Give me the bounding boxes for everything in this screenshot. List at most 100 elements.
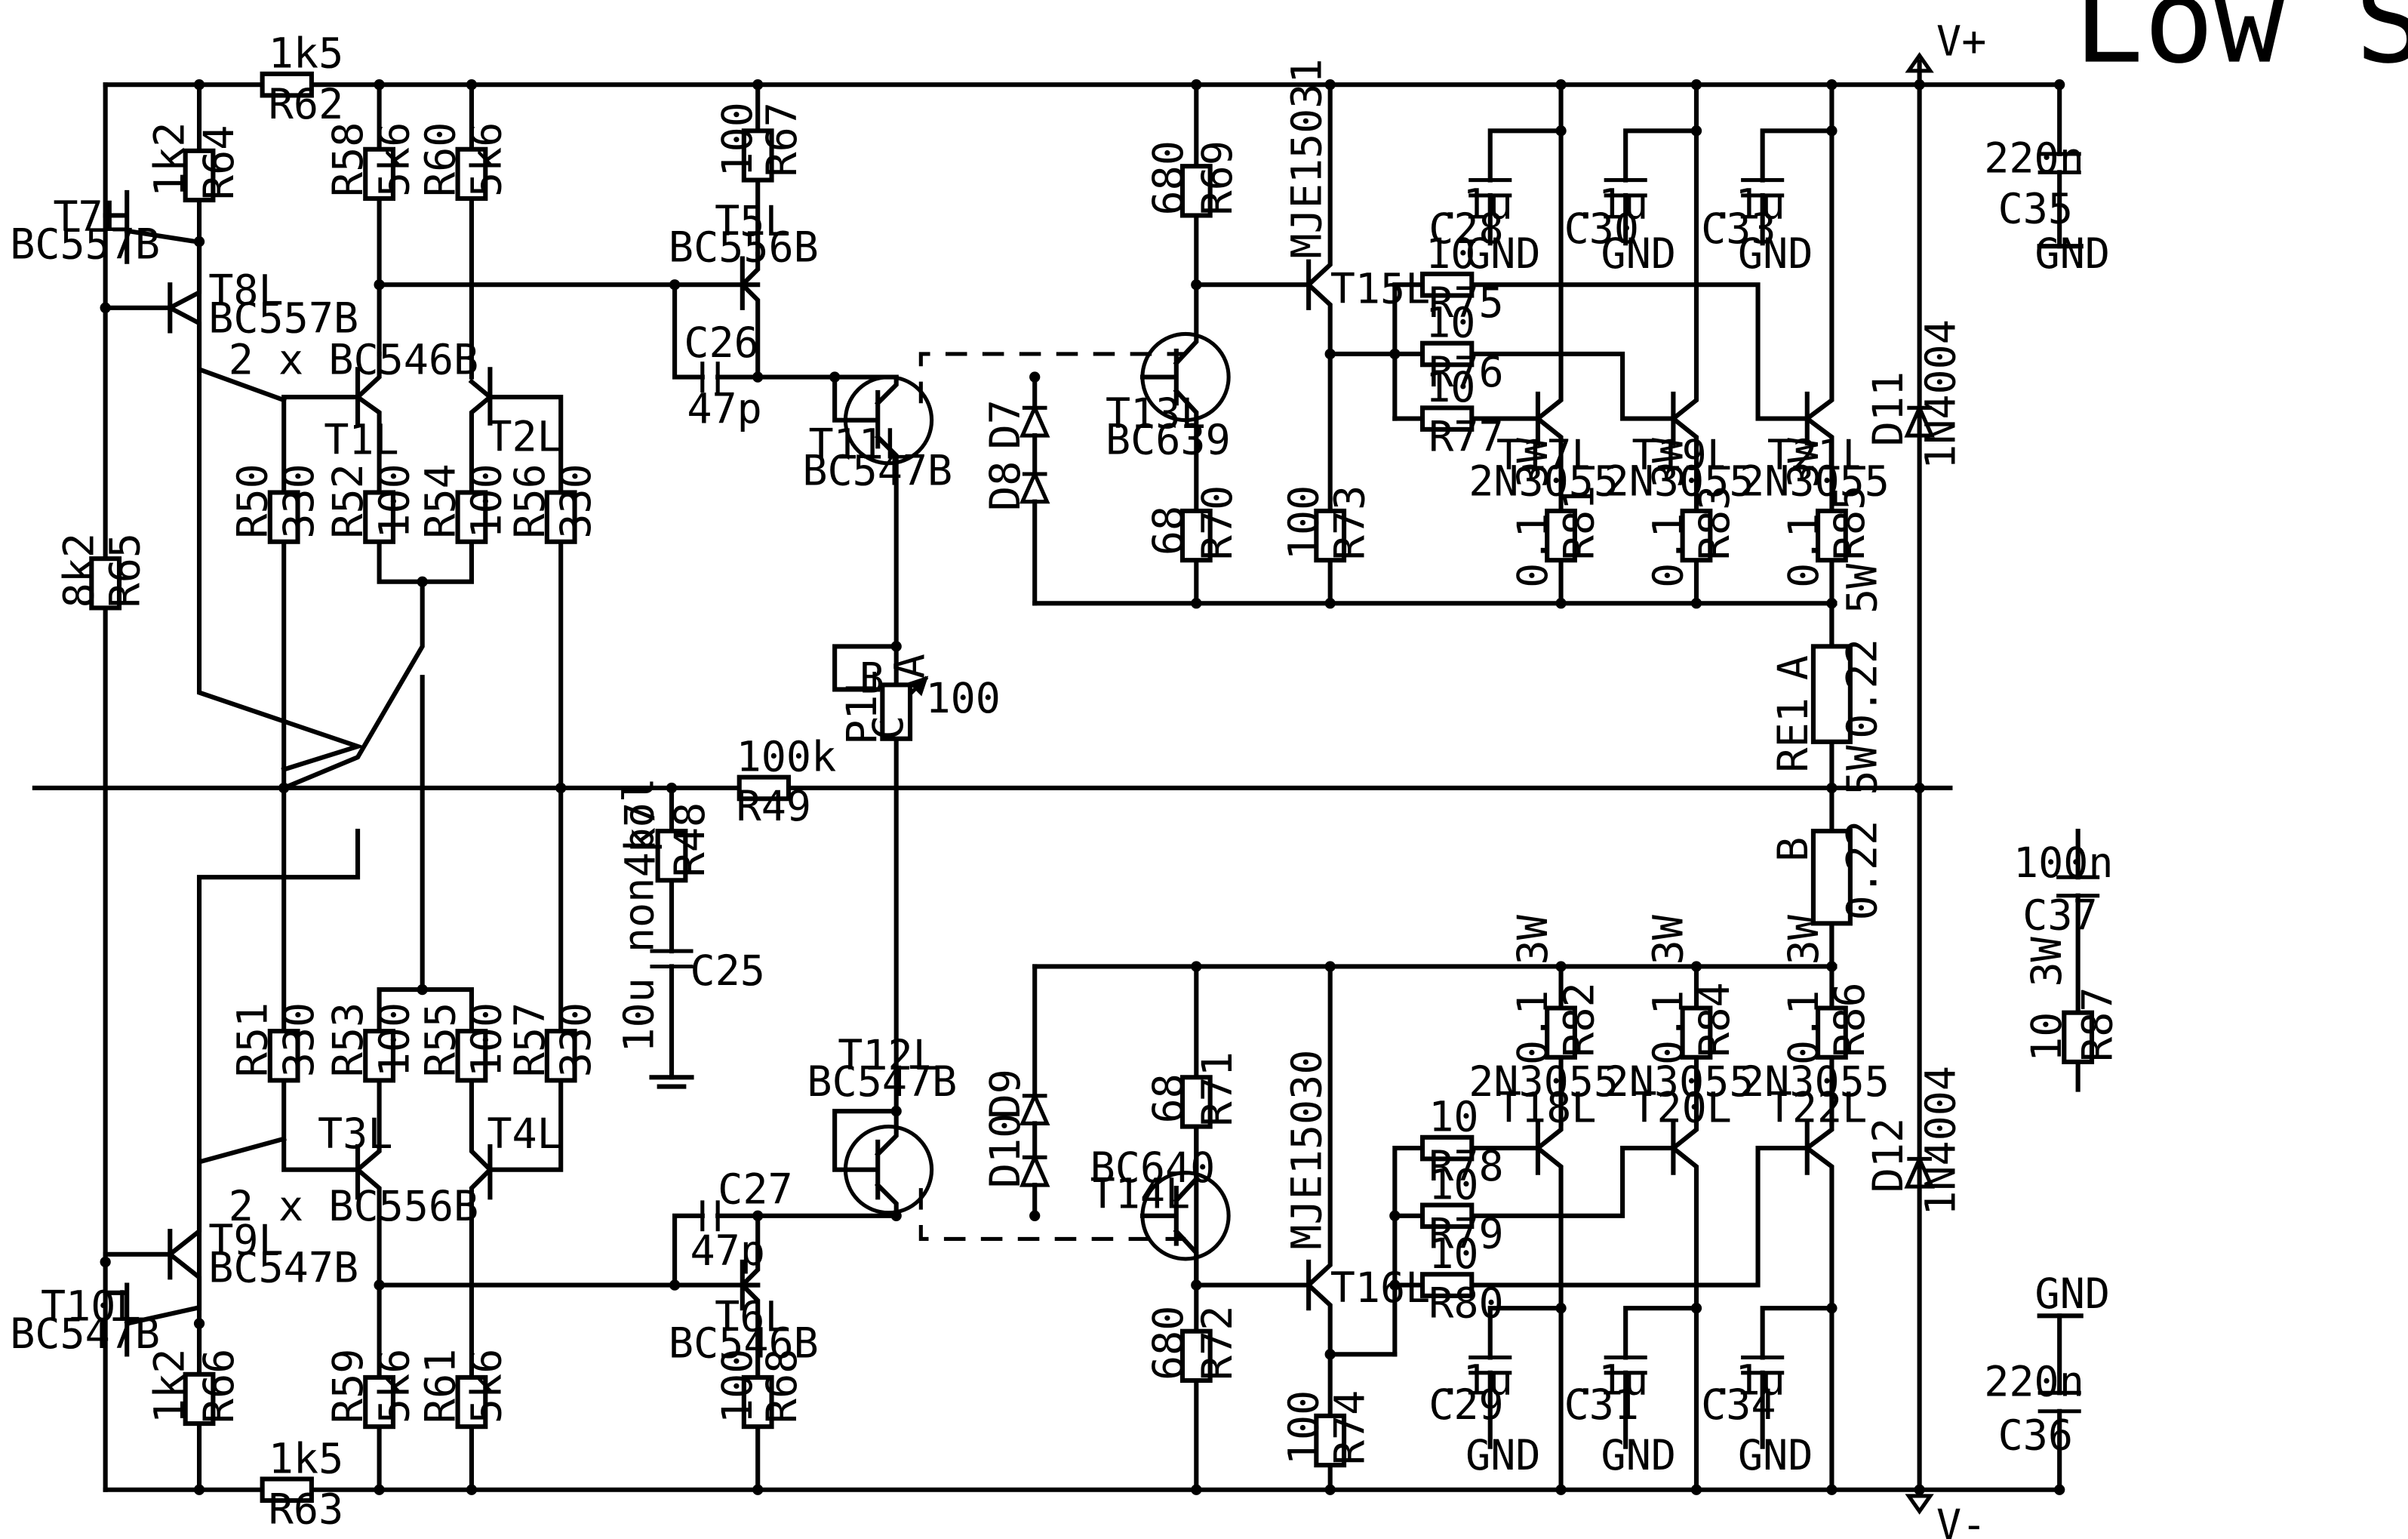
- gain-pair-note-top: 2 x BC546B: [229, 335, 478, 383]
- d11-part: 1N4004: [1917, 319, 1965, 469]
- r83-value: 0.1 3W: [1644, 437, 1693, 588]
- r68-ref: R68: [758, 1349, 806, 1424]
- t15l-part: MJE15031: [1282, 58, 1330, 258]
- t2l-ref: T2L: [487, 412, 561, 460]
- r80-ref: R80: [1429, 1279, 1503, 1327]
- t14l-part: BC640: [1090, 1143, 1216, 1192]
- r83-body: [1680, 508, 1713, 563]
- d12-part: 1N4004: [1917, 1066, 1965, 1216]
- r83-ref: R83: [1690, 485, 1739, 560]
- c29-value: .1u: [1438, 1356, 1512, 1404]
- r79-value: 10: [1429, 1160, 1478, 1208]
- c36-ref: C36: [1998, 1411, 2073, 1460]
- r77-value: 10: [1425, 363, 1475, 411]
- r67-ref: R67: [758, 102, 806, 177]
- c33-gnd: GND: [1738, 229, 1813, 278]
- r64-value: 1k2: [146, 122, 194, 197]
- r82-body: [1545, 1005, 1577, 1060]
- r60-body: [455, 146, 488, 202]
- r78-body: [1419, 1134, 1475, 1162]
- output-stage-top: [1392, 82, 1834, 649]
- vas-stage: [672, 82, 899, 1492]
- c28-ref: C28: [1429, 205, 1503, 253]
- c34-gnd: GND: [1738, 1431, 1813, 1479]
- t3l-ref: T3L: [318, 1110, 392, 1158]
- r56-body: [544, 490, 577, 544]
- r48-ref: R48: [666, 802, 714, 877]
- t1l-ref: T1L: [324, 416, 398, 464]
- r56-value: 330: [552, 463, 600, 538]
- c36-value: 220n: [1984, 1357, 2084, 1405]
- c28-gnd: GND: [1465, 229, 1540, 278]
- page-title: Low Side: [2074, 0, 2408, 90]
- c35-value: 220n: [1984, 134, 2084, 182]
- r72-body: [1179, 1328, 1213, 1384]
- r62-value: 1k5: [269, 29, 343, 78]
- r68-value: 100: [713, 1349, 761, 1424]
- r70-ref: R70: [1193, 485, 1241, 560]
- r85-ref: R85: [1825, 485, 1874, 560]
- r54-body: [455, 490, 488, 544]
- r53-ref: R53: [324, 1002, 372, 1077]
- p1l-pin-c: C: [864, 716, 912, 740]
- re1-a-value: 0.22 5W: [1838, 563, 1887, 739]
- r53-value: 100: [370, 1002, 418, 1077]
- d9-ref: D9: [981, 1069, 1029, 1119]
- r54-value: 100: [463, 463, 511, 538]
- r76-value: 10: [1425, 299, 1475, 347]
- r68-body: [741, 1374, 774, 1430]
- r61-body: [455, 1374, 488, 1430]
- r50-body: [267, 490, 300, 544]
- r82-value: 0.1 3W: [1508, 914, 1557, 1065]
- r82-ref: R82: [1555, 982, 1603, 1057]
- r61-ref: R61: [417, 1349, 465, 1424]
- r86-ref: R86: [1825, 982, 1874, 1057]
- r72-value: 680: [1144, 1306, 1192, 1380]
- p1l-ref: P1L: [838, 669, 886, 744]
- d12-ref: D12: [1864, 1118, 1912, 1193]
- c33-ref: C33: [1701, 205, 1776, 253]
- r53-body: [363, 1029, 396, 1083]
- r58-body: [363, 146, 396, 202]
- t6l-ref: T6L: [715, 1293, 789, 1341]
- c25-value: 10u non pol: [615, 777, 663, 1053]
- r75-value: 10: [1425, 229, 1475, 278]
- t8l-ref: T8L: [208, 266, 283, 315]
- junction-dots: [100, 79, 2065, 1495]
- t10l-ref: T10L: [41, 1282, 141, 1330]
- r73-body: [1314, 508, 1347, 563]
- c26-ref: C26: [684, 319, 758, 367]
- r78-value: 10: [1429, 1093, 1478, 1141]
- r69-body: [1179, 164, 1213, 218]
- c37-value: 100n: [2013, 839, 2114, 887]
- r79-body: [1419, 1202, 1475, 1230]
- t16l-ref: T16L: [1330, 1264, 1431, 1312]
- r63-value: 1k5: [269, 1434, 343, 1482]
- c29-gnd: GND: [1465, 1431, 1540, 1479]
- r77-body: [1419, 405, 1475, 432]
- r48-value: 4k7: [617, 802, 665, 877]
- r69-ref: R69: [1193, 140, 1241, 215]
- t10l-part: BC547B: [10, 1310, 160, 1358]
- t16l-part: MJE15030: [1282, 1050, 1330, 1250]
- t22l-part: 2N3055: [1739, 1057, 1890, 1106]
- r62-body: [260, 71, 314, 98]
- r81-body: [1545, 508, 1577, 563]
- r71-ref: R71: [1193, 1051, 1241, 1126]
- r85-body: [1816, 508, 1848, 563]
- rail-diodes: [1904, 403, 1935, 1189]
- p1l-body: [880, 682, 913, 741]
- t12l-part: BC547B: [807, 1057, 957, 1106]
- r84-ref: R84: [1690, 982, 1739, 1057]
- r54-ref: R54: [417, 463, 465, 538]
- t9l-part: BC547B: [208, 1243, 358, 1291]
- t19l-ref: T19L: [1631, 431, 1732, 479]
- gain-pair-note-bottom: 2 x BC556B: [229, 1182, 478, 1230]
- c28-value: .1u: [1438, 180, 1512, 229]
- r48-body: [655, 829, 688, 883]
- re1-ref: RE1: [1769, 697, 1817, 772]
- r81-value: 0.1 3W: [1508, 437, 1557, 588]
- r76-body: [1419, 340, 1475, 368]
- r84-body: [1680, 1005, 1713, 1060]
